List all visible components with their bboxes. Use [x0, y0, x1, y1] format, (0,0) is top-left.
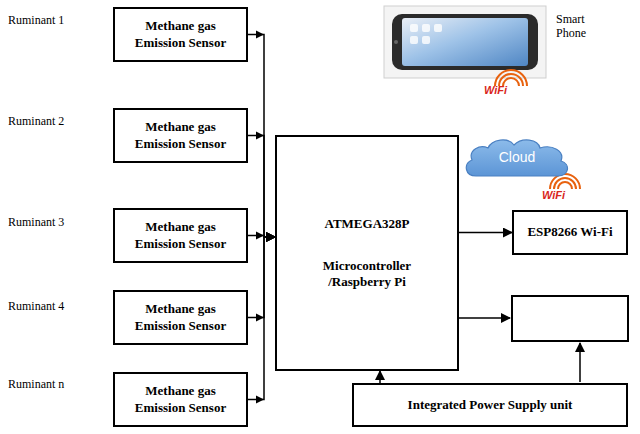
- box-title: Methane gas Emission Sensor: [125, 18, 237, 51]
- sensor-box: Methane gas Emission Sensor: [113, 208, 248, 263]
- output-arrow: [459, 317, 510, 319]
- connector-arrow: [248, 136, 275, 238]
- smartphone-image: [384, 6, 546, 78]
- sensor-box: Methane gas Emission Sensor: [113, 290, 248, 345]
- ruminant-label: Ruminant n: [8, 377, 64, 391]
- ruminant-label: Ruminant 3: [8, 215, 64, 229]
- connector-arrow: [248, 237, 275, 400]
- connector-arrow: [379, 371, 381, 383]
- connector-arrow: [248, 237, 275, 318]
- connector-arrow: [248, 35, 275, 238]
- connector-arrow: [459, 232, 512, 234]
- sensor-box: Methane gas Emission Sensor: [113, 7, 248, 62]
- wifi-symbol: [495, 70, 527, 86]
- sensor-box: Methane gas Emission Sensor: [113, 108, 248, 163]
- wifi-label: WiFi: [542, 189, 565, 202]
- sensor-box: Methane gas Emission Sensor: [113, 372, 248, 427]
- wifi-module-box: ESP8266 Wi-Fi: [512, 210, 628, 255]
- wifi-label: WiFi: [484, 84, 507, 97]
- device-label: Smart Phone: [556, 12, 606, 41]
- box-title: Methane gas Emission Sensor: [125, 119, 237, 152]
- cloud-shape: Cloud: [462, 136, 572, 180]
- ruminant-label: Ruminant 4: [8, 299, 64, 313]
- box-title: Integrated Power Supply unit: [408, 397, 573, 413]
- ruminant-label: Ruminant 1: [8, 13, 64, 27]
- ruminant-label: Ruminant 2: [8, 114, 64, 128]
- box-title: Methane gas Emission Sensor: [125, 219, 237, 252]
- box-text: Microcontroller /Raspberry Pi: [305, 258, 430, 291]
- controller-box: ATMEGA328P Microcontroller /Raspberry Pi: [275, 135, 459, 371]
- box-title: ESP8266 Wi-Fi: [527, 224, 612, 240]
- box-title: Methane gas Emission Sensor: [125, 301, 237, 334]
- output-box: [512, 296, 628, 341]
- power-arrow: [579, 343, 581, 382]
- box-title: ATMEGA328P: [325, 216, 410, 232]
- power-supply-box: Integrated Power Supply unit: [352, 383, 628, 427]
- box-title: Methane gas Emission Sensor: [125, 383, 237, 416]
- cloud-text: Cloud: [499, 149, 536, 167]
